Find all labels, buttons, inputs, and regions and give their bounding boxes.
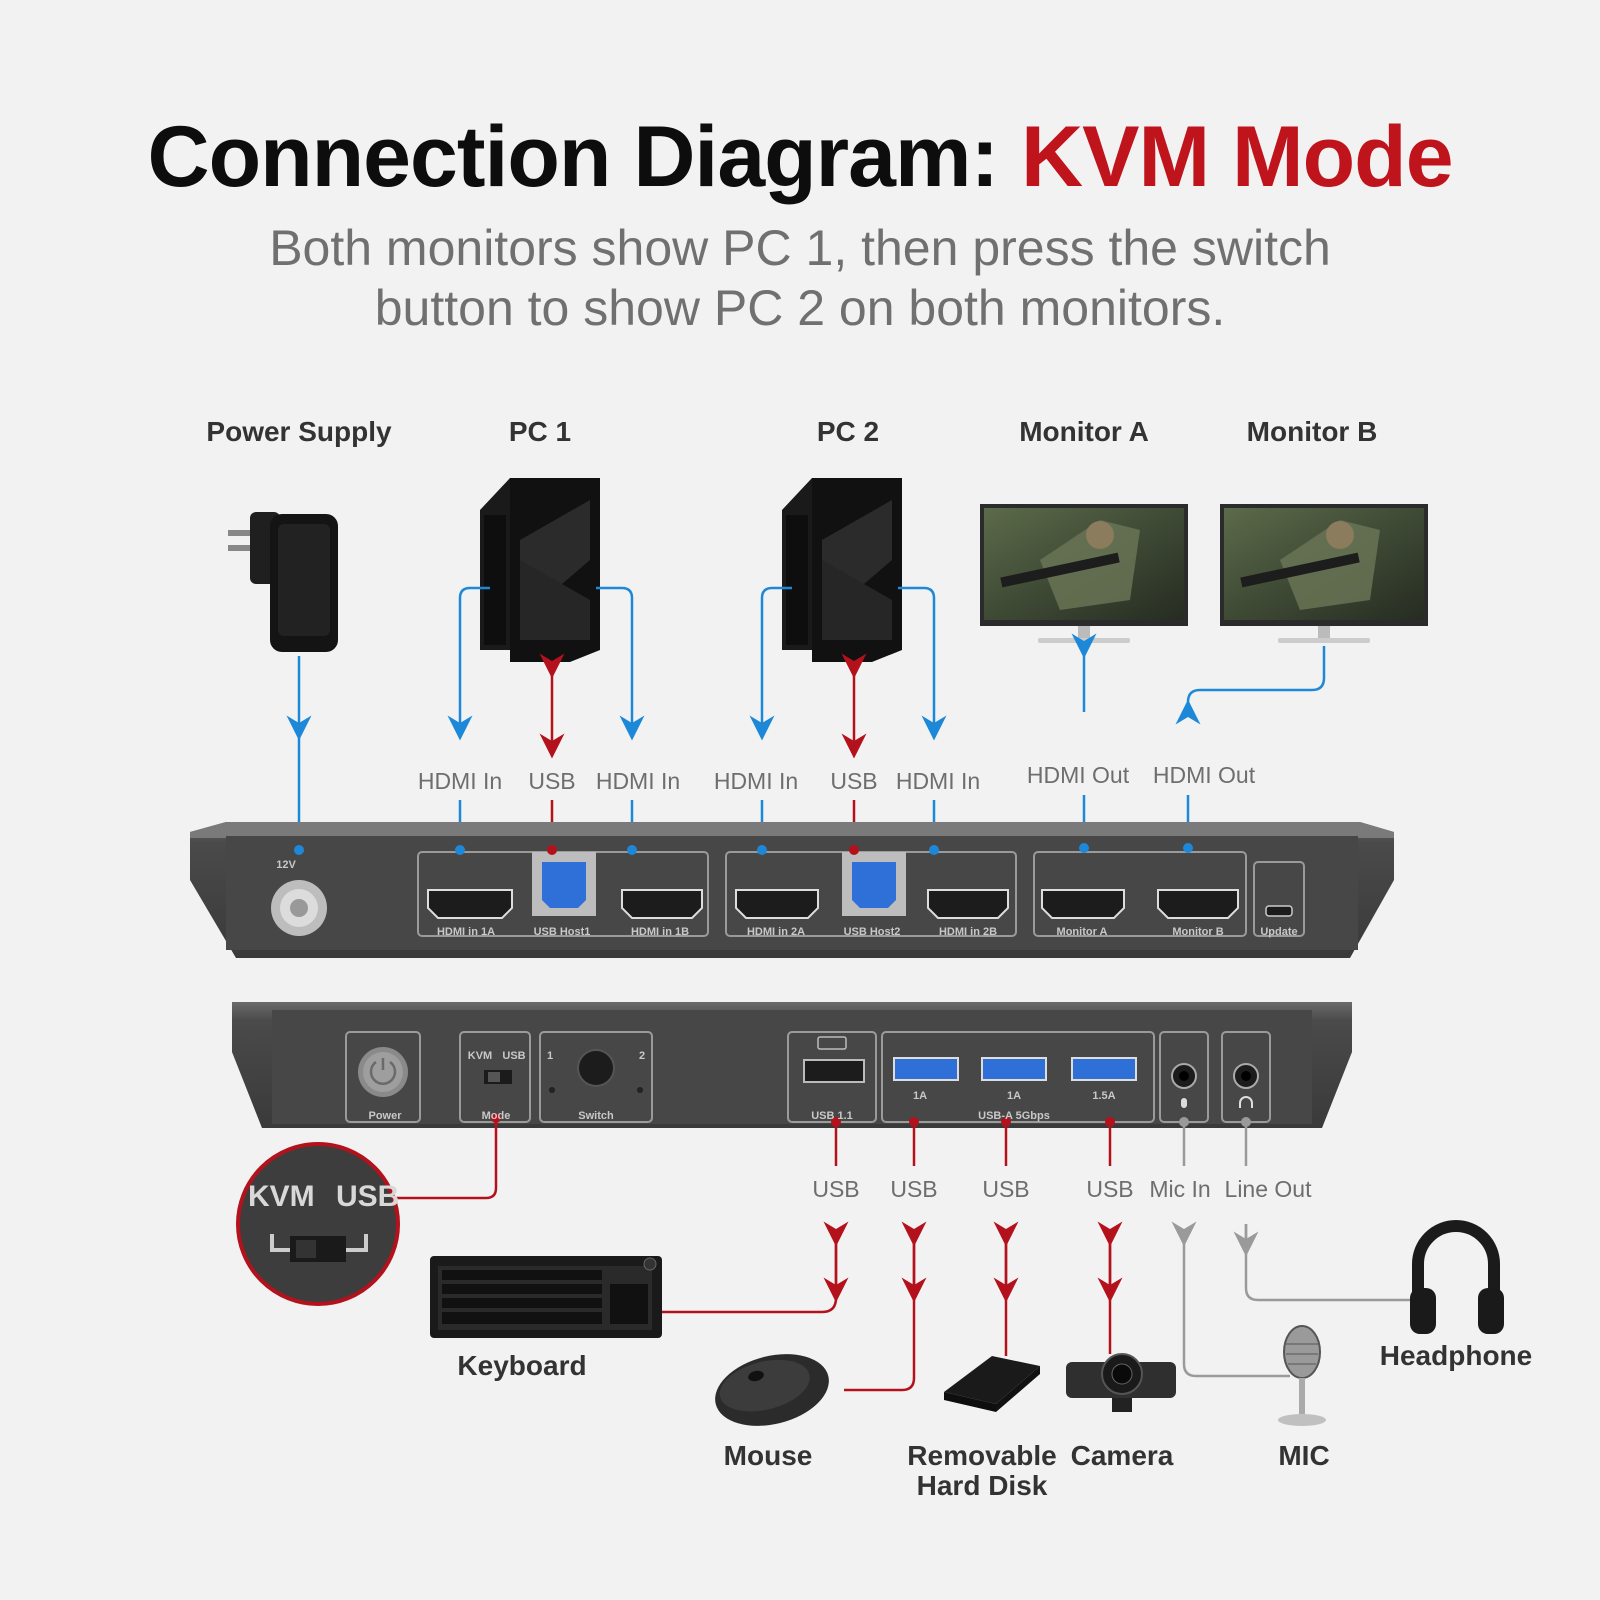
label-pc1: PC 1 bbox=[508, 416, 572, 447]
title-main: Connection Diagram: bbox=[147, 109, 1021, 205]
pc-tower-icon-2 bbox=[782, 478, 902, 662]
label-mouse: Mouse bbox=[723, 1440, 813, 1471]
rear-label-monitor-b: Monitor B bbox=[1172, 926, 1224, 938]
cable-label-usb-keyboard: USB bbox=[812, 1176, 860, 1202]
label-mic: MIC bbox=[1278, 1440, 1330, 1471]
cable-label-hdmi-in-1a: HDMI In bbox=[417, 768, 503, 794]
front-label-mode: Mode bbox=[481, 1110, 511, 1122]
webcam-icon bbox=[1066, 1353, 1176, 1412]
switch-button[interactable] bbox=[577, 1049, 615, 1087]
cable-label-hdmi-out-a: HDMI Out bbox=[1026, 762, 1130, 788]
front-label-usb-a: USB-A 5Gbps bbox=[978, 1110, 1050, 1122]
zoom-label-kvm: KVM bbox=[248, 1180, 315, 1213]
label-pc2: PC 2 bbox=[816, 416, 880, 447]
power-button-icon[interactable] bbox=[358, 1047, 408, 1097]
mode-switch-zoom bbox=[236, 1142, 400, 1306]
label-hard-disk-line1: Removable bbox=[907, 1440, 1057, 1471]
keyboard-small-icon bbox=[817, 1036, 847, 1050]
hdmi-port-icon-2a bbox=[735, 889, 819, 919]
front-label-switch: Switch bbox=[578, 1110, 614, 1122]
front-label-1-5a: 1.5A bbox=[1092, 1090, 1116, 1102]
usb-a-port-icon-2 bbox=[981, 1057, 1047, 1081]
front-label-usb11: USB 1.1 bbox=[811, 1110, 853, 1122]
rear-label-monitor-a: Monitor A bbox=[1056, 926, 1108, 938]
front-label-mode-usb: USB bbox=[502, 1050, 526, 1062]
cable-label-usb-camera: USB bbox=[1086, 1176, 1134, 1202]
mic-jack-icon bbox=[1171, 1063, 1197, 1108]
rear-label-usb-host2: USB Host2 bbox=[843, 926, 901, 938]
label-monitor-a: Monitor A bbox=[1019, 416, 1149, 447]
keyboard-icon bbox=[430, 1256, 662, 1338]
usb-a-port-icon-3 bbox=[1071, 1057, 1137, 1081]
hdmi-port-icon-1b bbox=[621, 889, 703, 919]
cable-label-hdmi-out-b: HDMI Out bbox=[1152, 762, 1256, 788]
rear-label-usb-host1: USB Host1 bbox=[533, 926, 591, 938]
mouse-icon bbox=[715, 1354, 829, 1426]
usb-a-port-icon-1 bbox=[893, 1057, 959, 1081]
rear-label-hdmi-1b: HDMI in 1B bbox=[630, 926, 690, 938]
usb-a-port-icon-usb11 bbox=[803, 1059, 865, 1083]
cable-label-line-out: Line Out bbox=[1224, 1176, 1312, 1202]
front-label-switch-2: 2 bbox=[638, 1050, 646, 1062]
hdmi-port-icon-monitor-b bbox=[1157, 889, 1239, 919]
cable-label-usb-disk: USB bbox=[982, 1176, 1030, 1202]
subtitle-line-2: button to show PC 2 on both monitors. bbox=[374, 280, 1226, 336]
monitor-icon-a bbox=[980, 504, 1188, 643]
label-hard-disk-line2: Hard Disk bbox=[916, 1470, 1048, 1501]
rear-label-12v: 12V bbox=[276, 859, 296, 871]
hard-disk-icon bbox=[944, 1356, 1040, 1412]
rear-label-hdmi-2a: HDMI in 2A bbox=[746, 926, 806, 938]
rear-label-hdmi-2b: HDMI in 2B bbox=[938, 926, 998, 938]
cable-label-hdmi-in-2b: HDMI In bbox=[895, 768, 981, 794]
headphone-icon bbox=[1410, 1220, 1504, 1334]
label-headphone: Headphone bbox=[1379, 1340, 1533, 1371]
rear-label-hdmi-1a: HDMI in 1A bbox=[436, 926, 496, 938]
cable-label-hdmi-in-2a: HDMI In bbox=[713, 768, 799, 794]
power-adapter-icon bbox=[228, 512, 338, 652]
cable-label-mic-in: Mic In bbox=[1149, 1176, 1211, 1202]
pc-tower-icon-1 bbox=[480, 478, 600, 662]
front-label-switch-1: 1 bbox=[546, 1050, 554, 1062]
cable-label-usb-mouse: USB bbox=[890, 1176, 938, 1202]
bottom-cables bbox=[390, 1122, 1412, 1392]
microphone-icon bbox=[1278, 1325, 1326, 1426]
page-title: Connection Diagram: KVM Mode bbox=[0, 108, 1600, 207]
hdmi-port-icon-monitor-a bbox=[1041, 889, 1125, 919]
hdmi-port-icon-1a bbox=[427, 889, 513, 919]
label-power-supply: Power Supply bbox=[206, 416, 392, 447]
usb-b-port-icon-host2 bbox=[842, 852, 906, 916]
hdmi-port-icon-2b bbox=[927, 889, 1009, 919]
page-subtitle: Both monitors show PC 1, then press the … bbox=[0, 218, 1600, 338]
label-keyboard: Keyboard bbox=[457, 1350, 587, 1381]
monitor-icon-b bbox=[1220, 504, 1428, 643]
cable-label-usb-host2: USB bbox=[830, 768, 878, 794]
usb-b-port-icon-host1 bbox=[532, 852, 596, 916]
front-label-1a-first: 1A bbox=[912, 1090, 928, 1102]
front-label-power: Power bbox=[368, 1110, 402, 1122]
rear-label-update: Update bbox=[1260, 926, 1298, 938]
title-accent: KVM Mode bbox=[1020, 109, 1454, 205]
label-camera: Camera bbox=[1070, 1440, 1174, 1471]
subtitle-line-1: Both monitors show PC 1, then press the … bbox=[269, 220, 1331, 276]
front-label-1a-second: 1A bbox=[1006, 1090, 1022, 1102]
rear-panel bbox=[190, 822, 1394, 958]
label-monitor-b: Monitor B bbox=[1246, 416, 1378, 447]
cable-label-usb-host1: USB bbox=[528, 768, 576, 794]
mode-slider[interactable] bbox=[484, 1070, 512, 1084]
front-label-mode-kvm: KVM bbox=[467, 1050, 493, 1062]
cable-label-hdmi-in-1b: HDMI In bbox=[595, 768, 681, 794]
zoom-label-usb: USB bbox=[336, 1180, 400, 1213]
headphone-jack-icon bbox=[1233, 1063, 1259, 1108]
micro-usb-port-icon bbox=[1265, 905, 1293, 917]
